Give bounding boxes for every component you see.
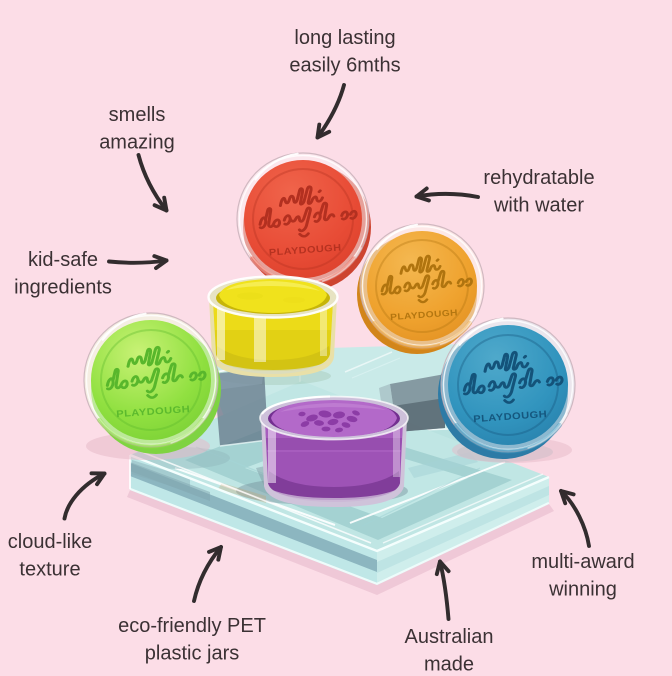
svg-text:PLAYDOUGH: PLAYDOUGH bbox=[390, 308, 458, 323]
svg-text:multi-award: multi-award bbox=[531, 551, 634, 573]
svg-text:winning: winning bbox=[548, 579, 617, 601]
svg-text:texture: texture bbox=[19, 559, 80, 581]
svg-text:kid-safe: kid-safe bbox=[28, 249, 98, 271]
svg-text:amazing: amazing bbox=[99, 132, 175, 154]
svg-text:plastic jars: plastic jars bbox=[145, 643, 239, 665]
svg-text:Australian: Australian bbox=[405, 626, 494, 648]
svg-text:PLAYDOUGH: PLAYDOUGH bbox=[269, 243, 342, 258]
svg-text:cloud-like: cloud-like bbox=[8, 531, 92, 553]
svg-text:eco-friendly PET: eco-friendly PET bbox=[118, 615, 266, 637]
svg-text:smells: smells bbox=[109, 104, 166, 126]
svg-text:with water: with water bbox=[493, 195, 584, 217]
svg-text:long lasting: long lasting bbox=[294, 27, 395, 49]
svg-text:easily 6mths: easily 6mths bbox=[289, 55, 400, 77]
svg-text:ingredients: ingredients bbox=[14, 277, 112, 299]
svg-text:rehydratable: rehydratable bbox=[483, 167, 594, 189]
svg-text:made: made bbox=[424, 654, 474, 676]
